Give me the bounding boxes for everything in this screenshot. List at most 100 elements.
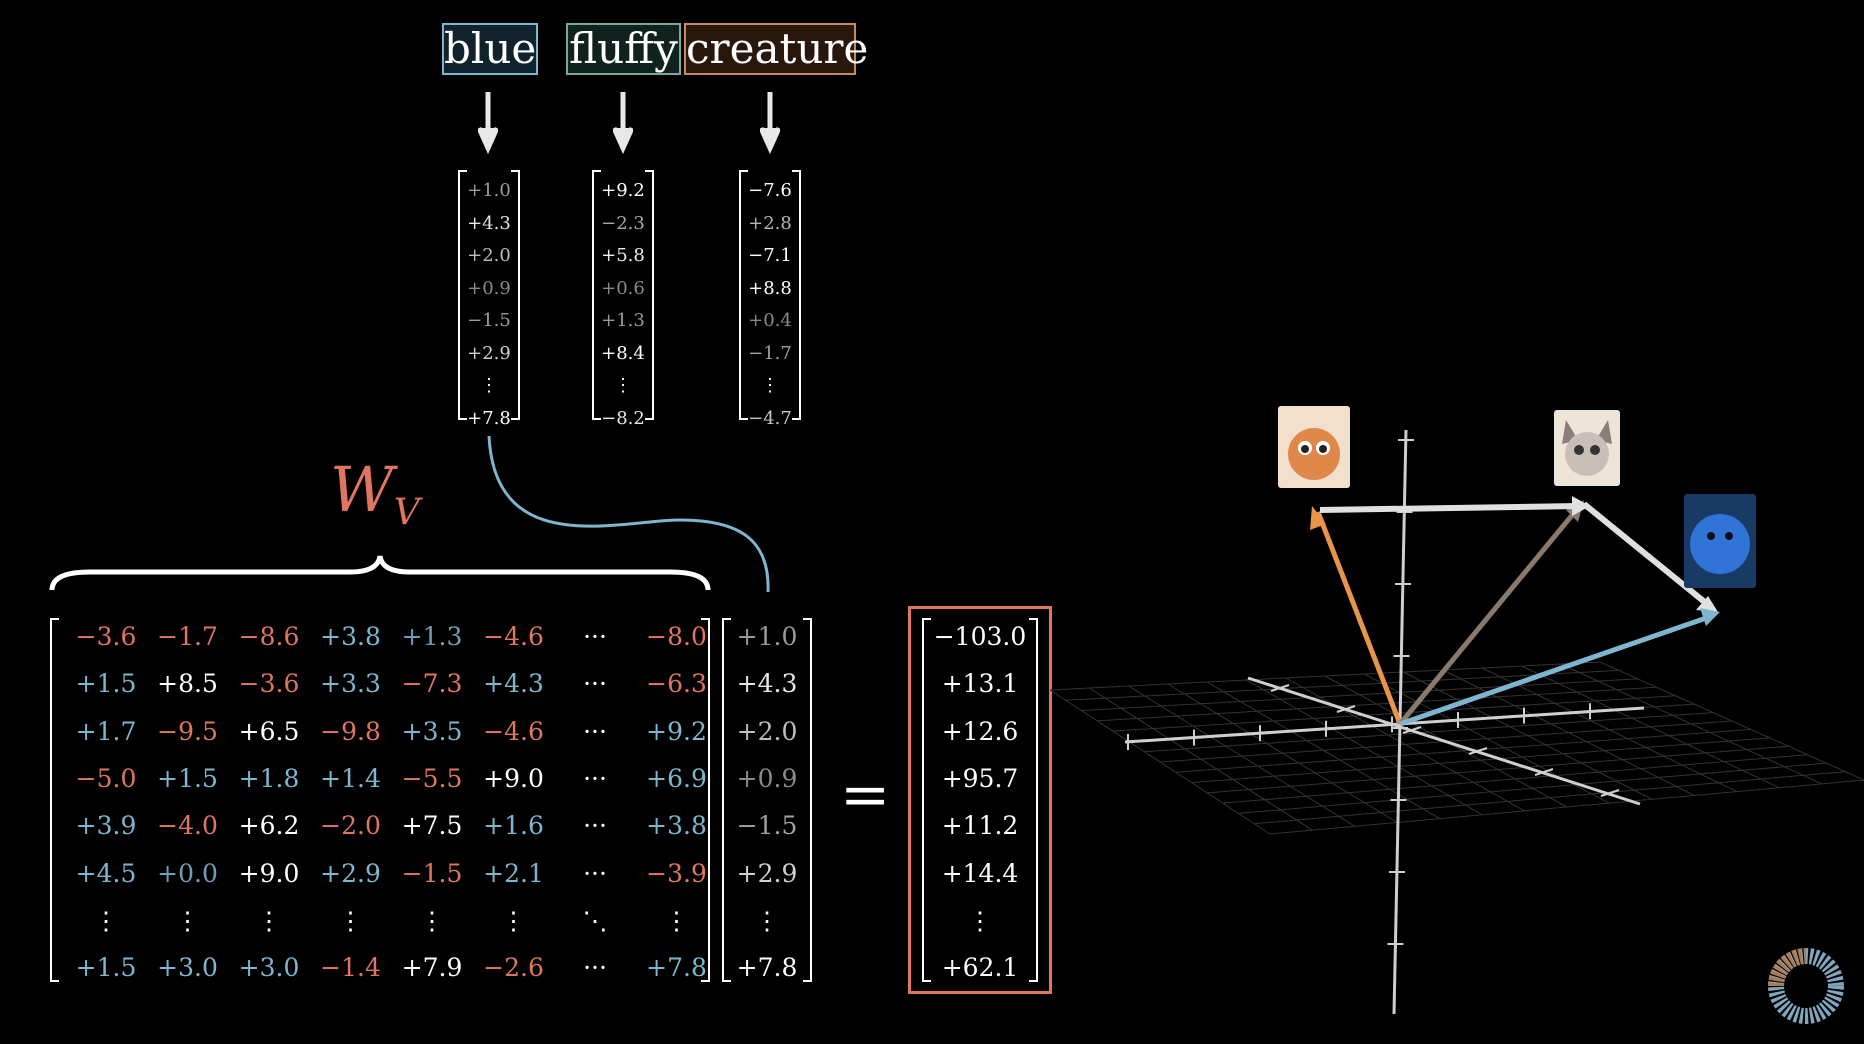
matrix-entry: −6.3 — [646, 669, 707, 699]
vector-entry: +2.0 — [736, 716, 798, 746]
vector-entry: −1.5 — [736, 811, 798, 841]
equals-sign: = — [840, 760, 891, 830]
embedding-vector-creature: −7.6+2.8−7.1+8.8+0.4−1.7⋮−4.7 — [739, 170, 801, 429]
matrix-entry: −8.0 — [646, 622, 707, 651]
matrix-entry: +2.9 — [320, 858, 381, 888]
vector-entry: −4.7 — [748, 407, 792, 429]
matrix-entry: −4.0 — [157, 811, 218, 841]
down-arrow-icon — [613, 92, 633, 154]
matrix-entry: ··· — [583, 669, 607, 699]
token-blue: blue — [442, 23, 538, 75]
vector-entry: +0.6 — [601, 277, 645, 299]
vector-entry: −8.2 — [601, 407, 645, 429]
matrix-entry: ⋮ — [338, 905, 363, 935]
matrix-entry: −8.6 — [238, 622, 300, 651]
vector-entry: +62.1 — [941, 953, 1019, 983]
vector-entry: +8.8 — [748, 277, 792, 299]
vector-entry: +13.1 — [941, 669, 1019, 699]
matrix-entry: −7.3 — [401, 669, 463, 699]
matrix-entry: −1.7 — [157, 622, 218, 651]
matrix-entry: +7.9 — [401, 953, 463, 983]
matrix-entry: +9.0 — [238, 858, 300, 888]
matrix-entry: +1.5 — [75, 953, 137, 983]
matrix-entry: ⋮ — [419, 905, 445, 935]
matrix-entry: +1.5 — [157, 763, 218, 793]
vector-entry: +7.8 — [736, 953, 798, 983]
matrix-entry: +1.8 — [238, 763, 300, 793]
matrix-entry: +3.3 — [320, 669, 381, 699]
matrix-entry: ⋮ — [664, 905, 689, 935]
vector-entry: −7.1 — [748, 245, 792, 266]
vector-entry: −103.0 — [933, 622, 1027, 651]
matrix-entry: ··· — [583, 716, 607, 746]
fluffy-creature-thumbnail — [1554, 410, 1620, 486]
matrix-entry: −5.0 — [75, 763, 137, 793]
matrix-entry: −4.6 — [483, 622, 544, 651]
vector-entry: +11.2 — [941, 811, 1019, 841]
matrix-entry: +3.0 — [157, 953, 218, 983]
vector-entry: ⋮ — [967, 905, 993, 935]
vector-entry: +1.3 — [601, 310, 645, 331]
matrix-entry: +1.5 — [75, 669, 137, 699]
vector-entry: +2.9 — [736, 858, 798, 888]
matrix-entry: ··· — [583, 858, 607, 888]
matrix-entry: +6.5 — [238, 716, 300, 746]
matrix-entry: −5.5 — [401, 763, 463, 793]
matrix-entry: +9.2 — [646, 716, 707, 746]
vector-entry: +0.9 — [736, 763, 798, 793]
vector-entry: +0.4 — [748, 310, 792, 331]
matrix-entry: ··· — [583, 622, 607, 651]
vector-entry: −2.3 — [601, 212, 645, 234]
matrix-entry: +1.4 — [320, 763, 381, 793]
matrix-entry: −9.8 — [320, 716, 381, 746]
matrix-entry: ⋱ — [582, 905, 608, 935]
input-vector: +1.0 +4.3 +2.0 +0.9 −1.5 +2.9 ⋮ +7.8 — [722, 618, 812, 982]
value-matrix: −3.6 −1.7 −8.6 +3.8 +1.3 −4.6 ··· −8.0 +1.5 +8.5 −… — [50, 618, 710, 982]
vector-entry: +0.9 — [467, 277, 511, 299]
matrix-entry: +1.6 — [483, 811, 544, 841]
matrix-entry: −3.9 — [646, 858, 707, 888]
matrix-entry: ⋮ — [501, 905, 526, 935]
vector-entry: +95.7 — [941, 763, 1019, 793]
matrix-entry: +3.0 — [238, 953, 300, 983]
vector-entry: −7.6 — [748, 180, 792, 201]
matrix-entry: +8.5 — [157, 669, 218, 699]
vector-entry: +14.4 — [941, 858, 1019, 888]
matrix-entry: +0.0 — [157, 858, 218, 888]
matrix-entry: −2.6 — [483, 953, 544, 983]
vector-entry: +1.0 — [467, 180, 511, 201]
vector-entry: −1.5 — [467, 310, 511, 331]
matrix-entry: −9.5 — [157, 716, 218, 746]
matrix-entry: ··· — [583, 811, 607, 841]
matrix-entry: +6.9 — [646, 763, 707, 793]
vector-entry: +4.3 — [736, 669, 798, 699]
vector-entry: +2.9 — [467, 342, 511, 364]
token-creature: creature — [684, 23, 869, 75]
vector-entry: +12.6 — [941, 716, 1019, 746]
vector-entry: ⋮ — [754, 905, 780, 935]
matrix-entry: +1.3 — [401, 622, 463, 651]
down-arrow-icon — [478, 92, 498, 154]
matrix-entry: +1.7 — [75, 716, 137, 746]
vector-entry: +1.0 — [736, 622, 798, 651]
matrix-entry: +3.8 — [320, 622, 381, 651]
vector-entry: ⋮ — [614, 375, 632, 396]
matrix-entry: +3.8 — [646, 811, 707, 841]
matrix-label: WV — [330, 453, 420, 534]
vector-entry: +2.8 — [748, 212, 792, 234]
matrix-entry: +6.2 — [238, 811, 300, 841]
matrix-entry: +9.0 — [483, 763, 544, 793]
matrix-entry: −3.6 — [238, 669, 300, 699]
vector-entry: +7.8 — [467, 407, 511, 429]
token-fluffy: fluffy — [566, 23, 681, 75]
matrix-entry: ⋮ — [175, 905, 200, 935]
matrix-entry: −1.4 — [320, 953, 381, 983]
matrix-entry: +3.5 — [401, 716, 463, 746]
vector-entry: +2.0 — [467, 245, 511, 266]
embedding-vector-blue: +1.0+4.3+2.0+0.9−1.5+2.9⋮+7.8 — [458, 170, 520, 429]
down-arrow-icon — [760, 92, 780, 154]
result-highlight-box — [908, 606, 1052, 994]
